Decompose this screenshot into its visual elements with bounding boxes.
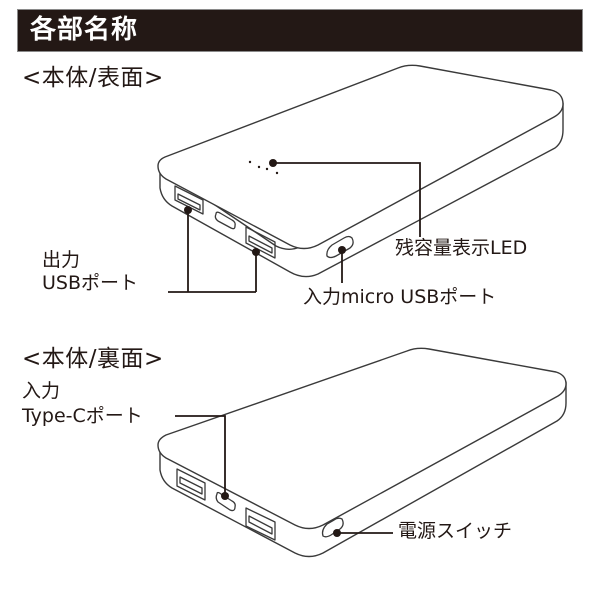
label-usb-out-line1: 出力 xyxy=(42,249,81,271)
section-title-back: <本体/裏面> xyxy=(22,346,164,372)
usb-a-port-left-back xyxy=(176,468,206,501)
usb-a-port-right xyxy=(245,226,276,259)
usb-a-port-right-back xyxy=(245,507,276,541)
usb-a-port-left xyxy=(174,185,204,215)
leader-power-switch xyxy=(333,529,393,537)
label-type-c-line2: Type-Cポート xyxy=(22,405,143,427)
section-title-front: <本体/表面> xyxy=(22,65,164,91)
label-micro-usb: 入力micro USBポート xyxy=(303,286,497,308)
label-type-c-line1: 入力 xyxy=(22,380,61,402)
label-power-switch: 電源スイッチ xyxy=(398,520,513,542)
header-bar: 各部名称 xyxy=(18,10,582,51)
middle-port xyxy=(214,211,236,230)
leader-type-c xyxy=(175,415,229,500)
label-usb-out-line2: USBポート xyxy=(42,272,139,294)
device-back-top-surface xyxy=(157,347,567,530)
leader-led xyxy=(269,159,421,237)
device-front-top-surface xyxy=(157,64,564,250)
label-led: 残容量表示LED xyxy=(395,237,528,259)
led-indicators xyxy=(248,160,279,175)
power-switch-button xyxy=(321,517,344,538)
type-c-port xyxy=(215,491,236,512)
device-front-illustration xyxy=(157,64,564,278)
device-front-body xyxy=(159,102,564,278)
device-back-illustration xyxy=(157,347,567,558)
page-title: 各部名称 xyxy=(30,15,139,45)
micro-usb-port xyxy=(326,235,354,259)
leader-micro-usb xyxy=(338,246,346,283)
leader-usb-out xyxy=(168,206,260,293)
